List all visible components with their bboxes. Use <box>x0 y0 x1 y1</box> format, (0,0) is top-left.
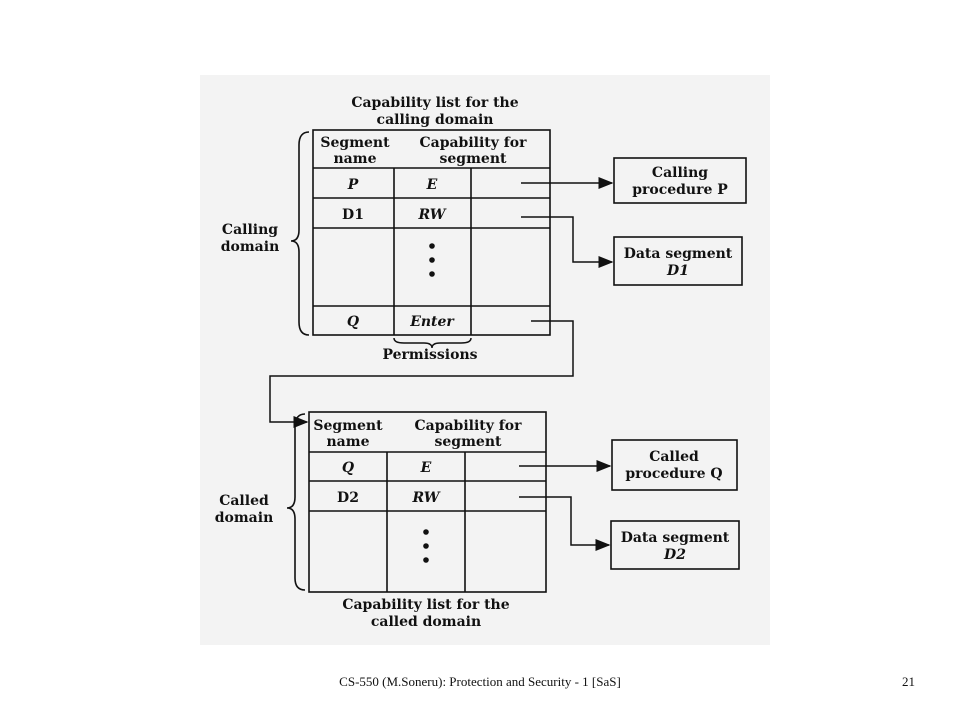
calling-procedure-line2: procedure P <box>632 182 728 198</box>
calling-row-name: Q <box>347 314 359 330</box>
called-header-capability-line2: segment <box>435 434 502 450</box>
data-segment-d2-line1: Data segment <box>621 530 730 546</box>
called-row-name: D2 <box>337 490 359 506</box>
called-row-cap: E <box>420 460 432 476</box>
calling-row-cap: Enter <box>409 314 455 330</box>
calling-procedure-box <box>613 157 747 204</box>
calling-header-capability-line1: Capability for <box>419 135 527 151</box>
calling-domain-label-line1: Calling <box>222 222 278 238</box>
data-segment-d2-line2: D2 <box>663 547 686 563</box>
calling-domain-label-line2: domain <box>221 239 280 255</box>
called-procedure-line1: Called <box>649 449 699 465</box>
called-ellipsis-dots <box>423 529 429 563</box>
calling-capability-table <box>312 129 551 336</box>
calling-domain-brace <box>290 131 310 336</box>
called-domain-label-line2: domain <box>215 510 274 526</box>
called-header-segment-line2: name <box>327 434 370 450</box>
called-header-segment-line1: Segment <box>313 418 383 434</box>
called-procedure-line2: procedure Q <box>625 466 722 482</box>
calling-header-capability-line2: segment <box>440 151 507 167</box>
called-procedure-box <box>611 439 738 491</box>
called-list-title-line1: Capability list for the <box>342 597 509 613</box>
called-row-cap: RW <box>411 490 440 506</box>
called-row-name: Q <box>342 460 354 476</box>
calling-header-segment-line1: Segment <box>320 135 390 151</box>
called-domain-brace <box>286 413 306 591</box>
calling-row-name: D1 <box>342 207 364 223</box>
called-capability-table <box>308 411 547 593</box>
calling-row-cap: E <box>426 177 438 193</box>
data-segment-d2-box <box>610 520 740 570</box>
called-list-title-line2: called domain <box>371 614 481 630</box>
calling-ellipsis-dots <box>429 243 435 277</box>
slide-footer: CS-550 (M.Soneru): Protection and Securi… <box>339 674 621 689</box>
permissions-brace <box>393 337 472 349</box>
called-arrows <box>519 460 612 551</box>
data-segment-d1-line2: D1 <box>666 263 689 279</box>
calling-procedure-line1: Calling <box>652 165 708 181</box>
called-domain-label-line1: Called <box>219 493 269 509</box>
calling-row-cap: RW <box>417 207 446 223</box>
page-number: 21 <box>902 674 915 689</box>
data-segment-d1-line1: Data segment <box>624 246 733 262</box>
called-header-capability-line1: Capability for <box>414 418 522 434</box>
calling-header-segment-line2: name <box>334 151 377 167</box>
calling-arrows <box>269 177 614 428</box>
permissions-label: Permissions <box>382 347 477 363</box>
calling-list-title-line1: Capability list for the <box>351 95 518 111</box>
calling-list-title-line2: calling domain <box>377 112 494 128</box>
data-segment-d1-box <box>613 236 743 286</box>
calling-row-name: P <box>347 177 359 193</box>
